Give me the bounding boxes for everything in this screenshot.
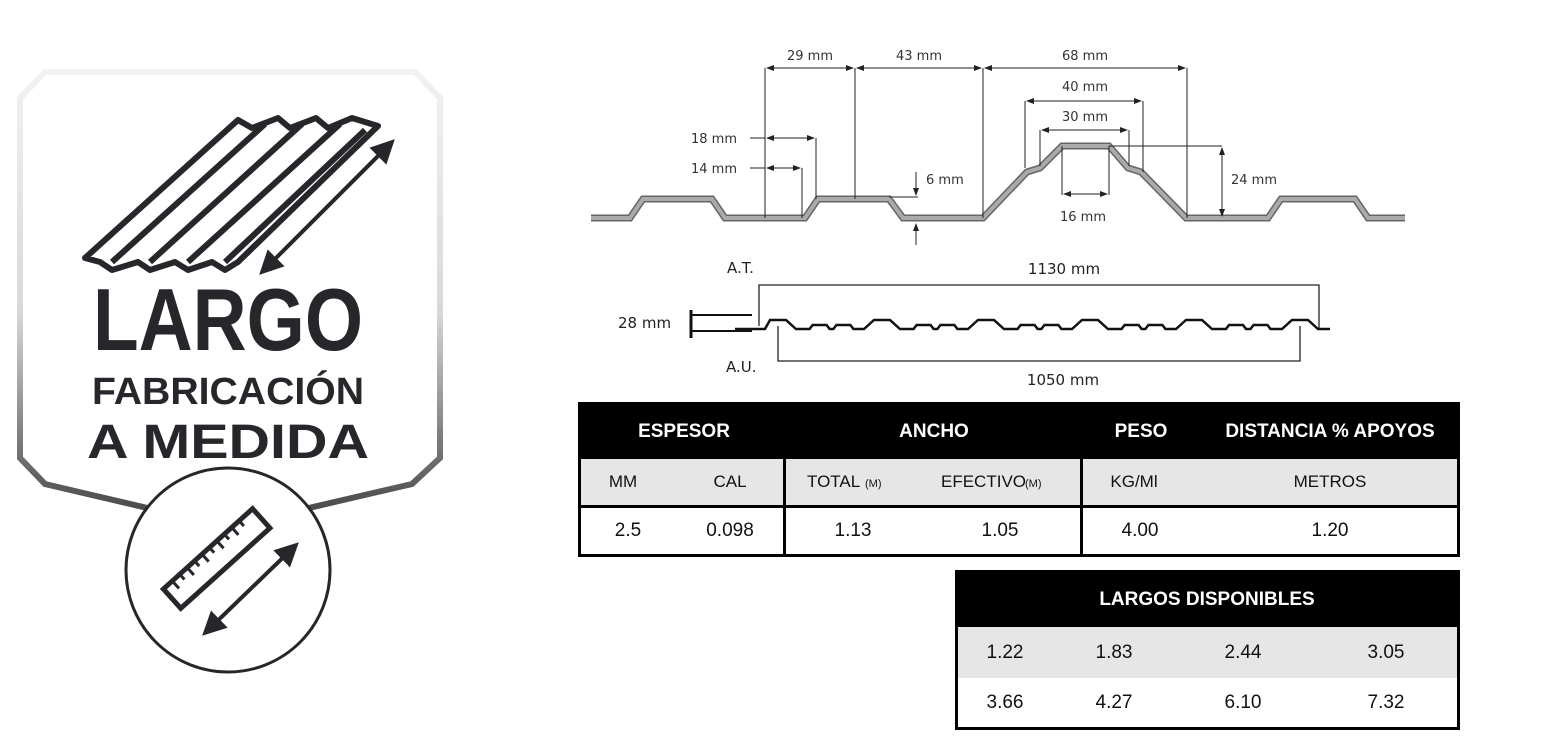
value-metros: 1.20 (1311, 520, 1349, 541)
dim-24: 24 mm (1231, 173, 1277, 188)
length-value: 4.27 (1095, 691, 1133, 713)
spec-table: ESPESOR ANCHO PESO DISTANCIA % APOYOS MM… (578, 402, 1460, 557)
lengths-header: LARGOS DISPONIBLES (958, 573, 1457, 627)
value-mm: 2.5 (614, 520, 642, 541)
dim-29: 29 mm (787, 49, 833, 64)
length-value: 3.05 (1367, 641, 1405, 663)
corrugated-sheet-icon (82, 115, 381, 273)
lengths-table: LARGOS DISPONIBLES 1.22 1.83 2.44 3.05 3… (955, 570, 1460, 730)
spec-header-row: ESPESOR ANCHO PESO DISTANCIA % APOYOS (581, 405, 1457, 459)
value-efectivo: 1.05 (981, 520, 1019, 541)
sheet-profile (735, 318, 1330, 331)
length-value: 2.44 (1224, 641, 1262, 663)
dim-40: 40 mm (1062, 80, 1108, 95)
length-badge: LARGO FABRICACIÓN A MEDIDA (17, 69, 443, 674)
badge-line3: A MEDIDA (87, 416, 369, 469)
spec-value-row: 2.5 0.098 1.13 1.05 4.00 1.20 (581, 508, 1457, 554)
dim-6: 6 mm (926, 173, 964, 188)
length-value: 1.22 (986, 641, 1024, 663)
total-width: 1130 mm (1028, 260, 1100, 278)
useful-width: 1050 mm (1027, 371, 1099, 389)
lengths-row: 3.66 4.27 6.10 7.32 (958, 678, 1457, 727)
value-cal: 0.098 (706, 520, 754, 541)
dim-14: 14 mm (691, 162, 737, 177)
subheader-cal: CAL (713, 472, 747, 491)
dim-43: 43 mm (896, 49, 942, 64)
dim-68: 68 mm (1062, 49, 1108, 64)
subheader-metros: METROS (1293, 472, 1367, 491)
dim-16: 16 mm (1060, 210, 1106, 225)
subheader-kgml: KG/Ml (1110, 472, 1158, 491)
profile-diagram: 29 mm 43 mm 68 mm 40 mm 30 mm 18 mm 14 m… (591, 49, 1405, 245)
length-value: 7.32 (1367, 691, 1405, 713)
badge-line2: FABRICACIÓN (92, 369, 364, 413)
measure-arrow-icon (202, 542, 299, 636)
at-label: A.T. (727, 259, 754, 277)
lengths-row: 1.22 1.83 2.44 3.05 (958, 627, 1457, 678)
subheader-efectivo-label: EFECTIVO (941, 472, 1027, 491)
profile-section (591, 142, 1405, 222)
header-peso: PESO (1114, 421, 1168, 442)
subheader-total-label: TOTAL (807, 472, 861, 491)
au-label: A.U. (726, 358, 757, 376)
sheet-height: 28 mm (618, 314, 671, 332)
header-ancho: ANCHO (899, 421, 969, 442)
subheader-mm: MM (608, 472, 638, 491)
unit-m-total: (M) (865, 478, 882, 490)
header-espesor: ESPESOR (638, 421, 730, 442)
dim-18: 18 mm (691, 132, 737, 147)
unit-m-efectivo: (M) (1025, 478, 1042, 490)
width-diagram: A.T. 1130 mm A.U. 1050 mm 28 mm (618, 259, 1330, 389)
length-value: 6.10 (1224, 691, 1262, 713)
badge-title: LARGO (93, 270, 363, 369)
value-peso: 4.00 (1121, 520, 1159, 541)
badge-circle (124, 466, 332, 674)
spec-subheader-row: MM CAL TOTAL (M) EFECTIVO (M) KG/Ml METR… (581, 459, 1457, 505)
lengths-title: LARGOS DISPONIBLES (1099, 589, 1315, 610)
length-value: 3.66 (986, 691, 1024, 713)
length-arrow-icon (259, 139, 395, 275)
length-value: 1.83 (1095, 641, 1133, 663)
value-total: 1.13 (834, 520, 872, 541)
dim-30: 30 mm (1062, 110, 1108, 125)
header-distancia: DISTANCIA % APOYOS (1225, 421, 1435, 442)
